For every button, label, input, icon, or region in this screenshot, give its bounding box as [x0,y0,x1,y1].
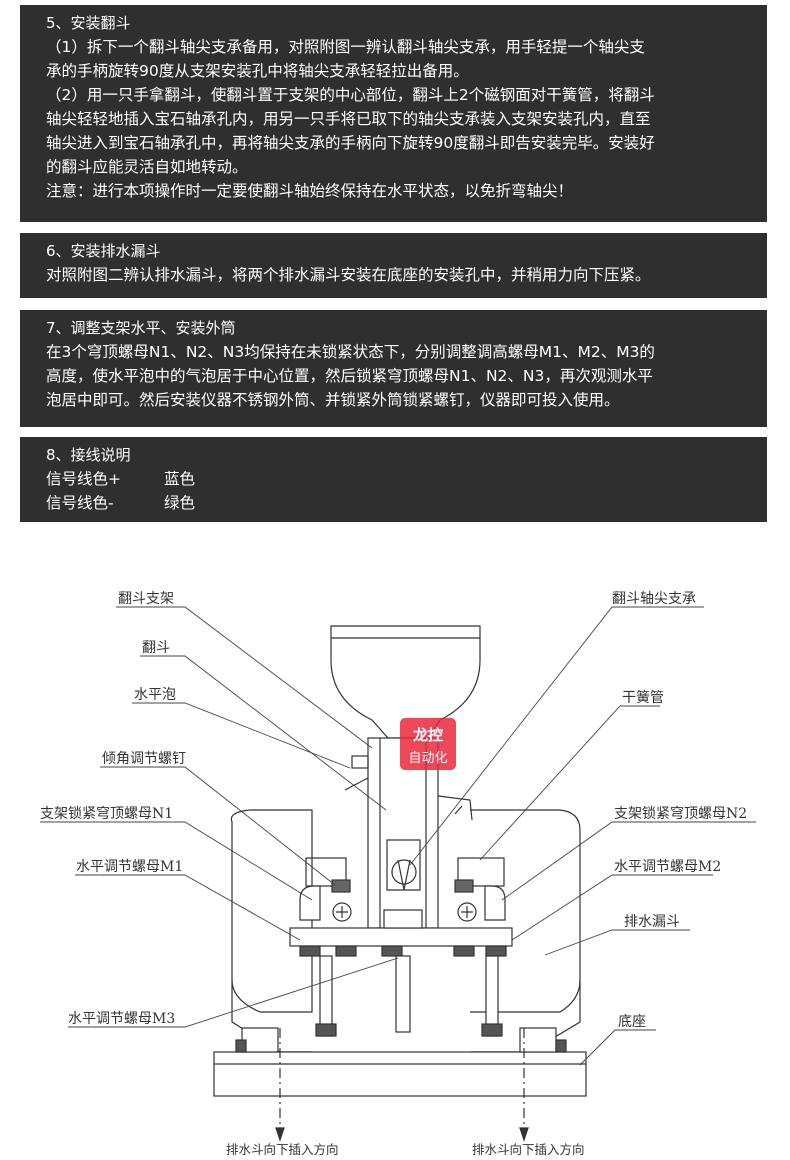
section-6-install-drain-funnel: 6、安装排水漏斗 对照附图二辨认排水漏斗，将两个排水漏斗安装在底座的安装孔中，并… [20,233,767,298]
section-5-line: （2）用一只手拿翻斗，使翻斗置于支架的中心部位，翻斗上2个磁钢面对干簧管，将翻斗 [46,86,655,104]
support-plate [289,927,513,947]
wire-color: 蓝色 [164,470,196,488]
section-7-line: 泡居中即可。然后安装仪器不锈钢外筒、并锁紧外筒锁紧螺钉，仪器即可投入使用。 [46,391,620,409]
wire-color: 绿色 [164,494,196,512]
section-8-wiring: 8、接线说明 信号线色+ 蓝色 信号线色- 绿色 [20,437,767,522]
label-lock-nut-n2: 支架锁紧穹顶螺母N2 [614,806,747,822]
section-7-title: 7、调整支架水平、安装外筒 [46,319,236,337]
wire-label: 信号线色+ [46,470,121,488]
label-insert-direction-left: 排水斗向下插入方向 [226,1142,339,1157]
section-5-line: 承的手柄旋转90度从支架安装孔中将轴尖支承轻轻拉出备用。 [46,62,469,80]
section-7-line: 在3个穹顶螺母N1、N2、N3均保持在未锁紧状态下，分别调整调高螺母M1、M2、… [46,343,655,361]
label-level-nut-m1: 水平调节螺母M1 [76,859,183,875]
wire-row: 信号线色- 绿色 [46,491,757,515]
label-level-nut-m3: 水平调节螺母M3 [68,1011,175,1027]
level-bubble-shape [351,755,369,769]
section-5-line: 轴尖进入到宝石轴承孔中，再将轴尖支承的手柄向下旋转90度翻斗即告安装完毕。安装好 [46,134,655,152]
assembly-diagram: 翻斗支架 翻斗 水平泡 倾角调节螺钉 支架锁紧穹顶螺母N1 水平调节螺母M1 水… [40,591,756,1157]
section-5-line: 轴尖轻轻地插入宝石轴承孔内，用另一只手将已取下的轴尖支承装入支架安装孔内，直至 [46,110,651,128]
section-5-title: 5、安装翻斗 [46,14,131,32]
watermark-stamp: 龙控 自动化 [400,718,456,770]
label-reed-switch: 干簧管 [622,690,664,706]
left-reed-housing [305,857,347,887]
section-7-line: 高度，使水平泡中的气泡居于中心位置，然后锁紧穹顶螺母N1、N2、N3，再次观测水… [46,367,653,385]
section-5-install-bucket: 5、安装翻斗 （1）拆下一个翻斗轴尖支承备用，对照附图一辨认翻斗轴尖支承，用手轻… [20,5,767,222]
section-6-line: 对照附图二辨认排水漏斗，将两个排水漏斗安装在底座的安装孔中，并稍用力向下压紧。 [46,266,651,284]
section-8-title: 8、接线说明 [46,446,131,464]
label-insert-direction-right: 排水斗向下插入方向 [472,1142,585,1157]
right-funnel-body [470,809,581,1013]
section-5-line: 的翻斗应能灵活自如地转动。 [46,158,248,176]
pivot-circle [391,859,417,885]
label-drain-funnel: 排水漏斗 [624,914,680,930]
bucket-shape [386,839,421,891]
diagram-drawing [213,625,587,1142]
watermark-line1: 龙控 [412,726,443,744]
base-plate [213,1051,587,1097]
label-pivot-support: 翻斗轴尖支承 [612,591,696,607]
left-funnel-body [230,809,313,1013]
label-bucket-bracket: 翻斗支架 [118,591,174,607]
section-5-note: 注意：进行本项操作时一定要使翻斗轴始终保持在水平状态，以免折弯轴尖！ [46,182,574,200]
leader-lines [40,606,756,1066]
label-tilt-screw: 倾角调节螺钉 [102,751,186,767]
section-7-adjust-level: 7、调整支架水平、安装外筒 在3个穹顶螺母N1、N2、N3均保持在未锁紧状态下，… [20,310,767,427]
label-level-nut-m2: 水平调节螺母M2 [614,859,721,875]
wire-row: 信号线色+ 蓝色 [46,467,757,491]
label-level-bubble: 水平泡 [134,687,176,703]
label-bucket: 翻斗 [142,640,170,656]
section-6-title: 6、安装排水漏斗 [46,242,161,260]
wire-label: 信号线色- [46,494,114,512]
right-reed-housing [457,857,505,887]
label-lock-nut-n1: 支架锁紧穹顶螺母N1 [40,806,173,822]
watermark-line2: 自动化 [408,751,447,766]
label-base: 底座 [618,1014,646,1030]
section-5-line: （1）拆下一个翻斗轴尖支承备用，对照附图一辨认翻斗轴尖支承，用手轻提一个轴尖支 [46,38,645,56]
